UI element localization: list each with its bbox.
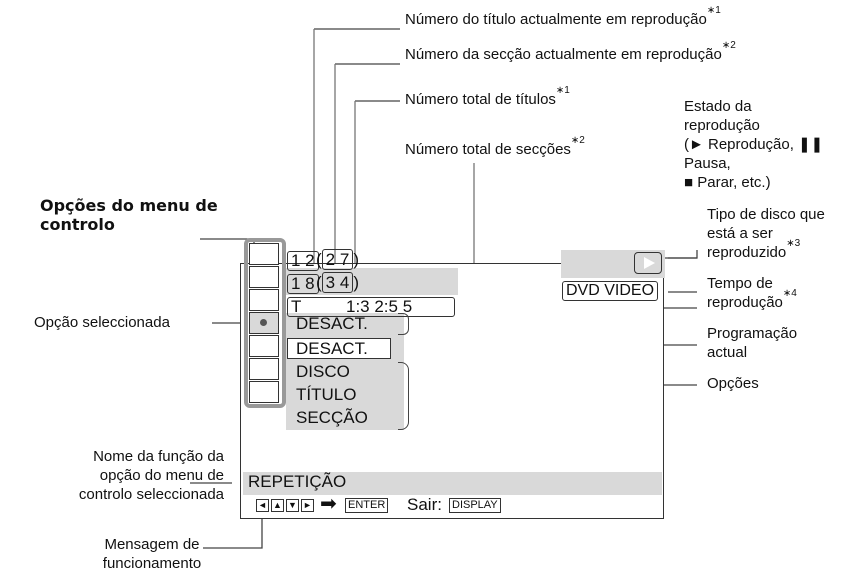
callout-disc-type-line-2: está a ser (707, 225, 773, 242)
callout-menu-items-line-1: Opções do menu de (40, 196, 218, 215)
callout-operation-message-line-2: funcionamento (102, 555, 202, 572)
callout-playback-state-line-1: Estado da (684, 98, 752, 115)
callout-disc-type-line-3: reproduzido (707, 244, 787, 261)
callout-function-name-line-2: opção do menu de (99, 467, 224, 484)
title-total-group: (2 7) (316, 249, 359, 270)
callout-play-time-line-1: Tempo de (707, 275, 773, 292)
callout-playback-state-line-5: ■ Parar, etc.) (684, 174, 771, 191)
callout-total-sections-note: ∗2 (570, 135, 585, 146)
title-total: 2 7 (321, 249, 354, 270)
callout-playback-state-line-4: Pausa, (684, 155, 731, 172)
callout-playback-state-line-2: reprodução (684, 117, 760, 134)
option-disco[interactable]: DISCO (296, 362, 350, 381)
exit-label: Sair: (407, 495, 442, 514)
callout-function-name-line-3: controlo seleccionada (78, 486, 224, 503)
enter-key: ENTER (345, 498, 389, 513)
arrow-icon: ➡ (320, 493, 337, 515)
callout-play-time-note: ∗4 (782, 288, 797, 299)
callout-function-name-line-1: Nome da função da (93, 448, 224, 465)
up-key-icon: ▲ (271, 499, 284, 512)
section-total-group: (3 4) (316, 272, 359, 293)
callout-total-sections-text: Número total de secções (405, 141, 571, 158)
callout-total-titles-note: ∗1 (555, 85, 570, 96)
time-value: 1:3 2:5 5 (346, 297, 413, 316)
callout-current-setting: Programação actual (707, 324, 797, 362)
options-highlight (286, 313, 404, 430)
menu-item-2[interactable] (249, 266, 279, 288)
option-titulo[interactable]: TÍTULO (296, 385, 357, 404)
menu-item-7[interactable] (249, 381, 279, 403)
time-prefix: T (291, 297, 302, 316)
display-key: DISPLAY (449, 498, 501, 513)
menu-item-3[interactable] (249, 289, 279, 311)
option-desact[interactable]: DESACT. (287, 338, 391, 359)
selected-dot-icon (260, 319, 267, 326)
callout-playback-state: Estado da reprodução (► Reprodução, ❚❚ P… (684, 97, 823, 192)
section-total: 3 4 (321, 272, 354, 293)
function-bar (243, 472, 662, 495)
callout-disc-type-note: ∗3 (786, 238, 801, 249)
callout-total-titles: Número total de títulos∗1 (405, 86, 570, 109)
menu-item-6[interactable] (249, 358, 279, 380)
menu-items-frame (244, 238, 286, 408)
time-box: T 1:3 2:5 5 (287, 297, 455, 317)
disc-type: DVD VIDEO (562, 281, 659, 301)
callout-section-number: Número da secção actualmente em reproduç… (405, 41, 736, 64)
callout-title-number: Número do título actualmente em reproduç… (405, 6, 721, 29)
playback-state-box (634, 252, 662, 274)
left-key-icon: ◄ (256, 499, 269, 512)
callout-play-time-line-2: reprodução (707, 294, 783, 311)
function-name: REPETIÇÃO (248, 472, 347, 491)
callout-selected-item: Opção seleccionada (34, 314, 170, 331)
callout-disc-type-line-1: Tipo de disco que (707, 206, 825, 223)
callout-section-number-note: ∗2 (721, 40, 736, 51)
callout-options: Opções (707, 375, 759, 392)
play-icon (644, 257, 655, 269)
menu-item-selected[interactable] (249, 312, 279, 334)
option-seccao[interactable]: SECÇÃO (296, 408, 368, 427)
menu-item-1[interactable] (249, 243, 279, 265)
menu-item-5[interactable] (249, 335, 279, 357)
callout-function-name: Nome da função da opção do menu de contr… (20, 447, 224, 504)
callout-playback-state-line-3: (► Reprodução, ❚❚ (684, 136, 824, 153)
callout-operation-message: Mensagem de funcionamento (92, 535, 212, 573)
callout-menu-items: Opções do menu de controlo (40, 196, 218, 234)
info-highlight (286, 268, 458, 295)
current-setting-bracket (398, 313, 409, 335)
right-key-icon: ► (301, 499, 314, 512)
down-key-icon: ▼ (286, 499, 299, 512)
callout-title-number-note: ∗1 (706, 5, 721, 16)
callout-menu-items-line-2: controlo (40, 215, 115, 234)
callout-section-number-text: Número da secção actualmente em reproduç… (405, 46, 722, 63)
callout-disc-type: Tipo de disco que está a ser reproduzido… (707, 205, 825, 262)
callout-current-setting-line-2: actual (707, 344, 748, 361)
options-bracket (398, 362, 409, 430)
callout-current-setting-line-1: Programação (707, 325, 798, 342)
callout-total-titles-text: Número total de títulos (405, 91, 556, 108)
callout-play-time: Tempo de reprodução∗4 (707, 274, 797, 312)
section-current: 1 8 (287, 274, 319, 294)
current-setting: DESACT. (296, 314, 368, 333)
callout-total-sections: Número total de secções∗2 (405, 136, 585, 159)
callout-title-number-text: Número do título actualmente em reproduç… (405, 11, 707, 28)
title-current: 1 2 (287, 251, 319, 271)
callout-operation-message-line-1: Mensagem de (104, 536, 200, 553)
